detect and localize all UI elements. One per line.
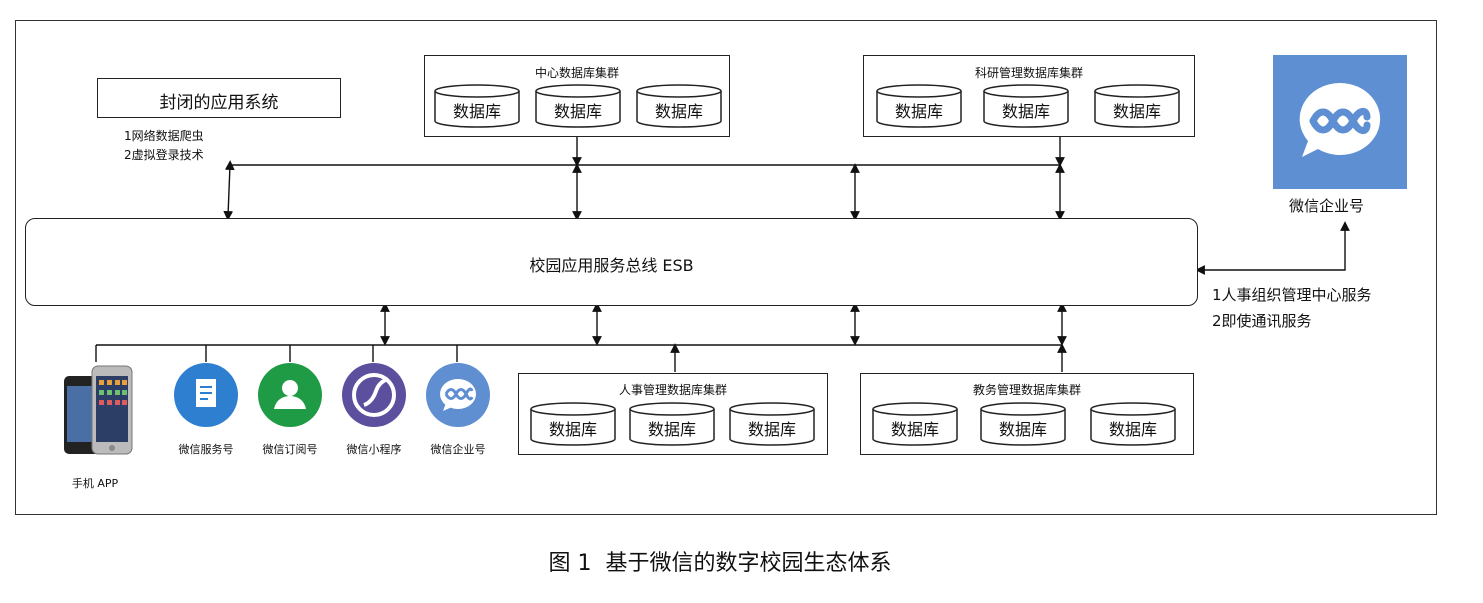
research-db-cluster: 科研管理数据库集群 数据库 数据库 数据库: [863, 55, 1195, 137]
wechat-enterprise-label: 微信企业号: [1289, 197, 1365, 215]
db-label: 数据库: [452, 102, 501, 121]
db-label: 数据库: [894, 102, 943, 121]
arrow-closed-esb: [223, 160, 235, 221]
wechat-enterprise-logo: [1273, 55, 1407, 189]
closed-system-note-2: 2虚拟登录技术: [124, 148, 204, 162]
cluster-title: 科研管理数据库集群: [974, 66, 1083, 80]
esb-label: 校园应用服务总线 ESB: [529, 256, 694, 275]
wechat-service-label: 微信服务号: [178, 443, 234, 456]
closed-system-label: 封闭的应用系统: [159, 93, 279, 113]
db-label: 数据库: [553, 102, 602, 121]
db-label: 数据库: [1112, 102, 1161, 121]
db-cylinder: 数据库: [434, 84, 520, 128]
db-cylinder: 数据库: [636, 84, 722, 128]
db-cylinder: 数据库: [872, 402, 958, 446]
db-label: 数据库: [998, 420, 1047, 439]
esb-bar: 校园应用服务总线 ESB: [25, 218, 1198, 306]
wechat-subscription-label: 微信订阅号: [262, 443, 318, 456]
figure-caption: 图 1 基于微信的数字校园生态体系: [548, 551, 892, 576]
db-label: 数据库: [647, 420, 696, 439]
db-cylinder: 数据库: [629, 402, 715, 446]
wechat-subscription-icon: [258, 363, 322, 427]
db-label: 数据库: [654, 102, 703, 121]
cluster-title: 中心数据库集群: [534, 66, 619, 80]
wechat-miniprogram-label: 微信小程序: [346, 443, 402, 456]
arrow-esb-wechat: [1195, 221, 1350, 275]
phone-app-label: 手机 APP: [71, 477, 119, 490]
db-label: 数据库: [1108, 420, 1157, 439]
wechat-enterprise-icon: [1299, 82, 1381, 157]
db-cylinder: 数据库: [983, 84, 1069, 128]
wechat-enterprise-small-label: 微信企业号: [430, 443, 486, 456]
wechat-service-note-2: 2即使通讯服务: [1212, 312, 1312, 330]
db-cylinder: 数据库: [535, 84, 621, 128]
db-cylinder: 数据库: [1094, 84, 1180, 128]
closed-system-box: 封闭的应用系统: [97, 78, 341, 118]
db-cylinder: 数据库: [530, 402, 616, 446]
db-label: 数据库: [548, 420, 597, 439]
wechat-miniprogram-icon: [342, 363, 406, 427]
db-label: 数据库: [890, 420, 939, 439]
db-label: 数据库: [747, 420, 796, 439]
db-cylinder: 数据库: [729, 402, 815, 446]
center-db-cluster: 中心数据库集群 数据库 数据库 数据库: [424, 55, 730, 137]
wechat-service-icon: [174, 363, 238, 427]
cluster-title: 人事管理数据库集群: [618, 383, 727, 397]
wechat-enterprise-small-icon: [426, 363, 490, 427]
cluster-title: 教务管理数据库集群: [972, 383, 1081, 397]
edu-db-cluster: 教务管理数据库集群 数据库 数据库 数据库: [860, 373, 1194, 455]
closed-system-note-1: 1网络数据爬虫: [124, 129, 204, 143]
hr-db-cluster: 人事管理数据库集群 数据库 数据库 数据库: [518, 373, 828, 455]
diagram-frame: [15, 20, 1437, 515]
db-label: 数据库: [1001, 102, 1050, 121]
db-cylinder: 数据库: [1090, 402, 1176, 446]
phone-app-icon: [62, 364, 134, 464]
db-cylinder: 数据库: [980, 402, 1066, 446]
wechat-service-note-1: 1人事组织管理中心服务: [1212, 286, 1372, 304]
db-cylinder: 数据库: [876, 84, 962, 128]
